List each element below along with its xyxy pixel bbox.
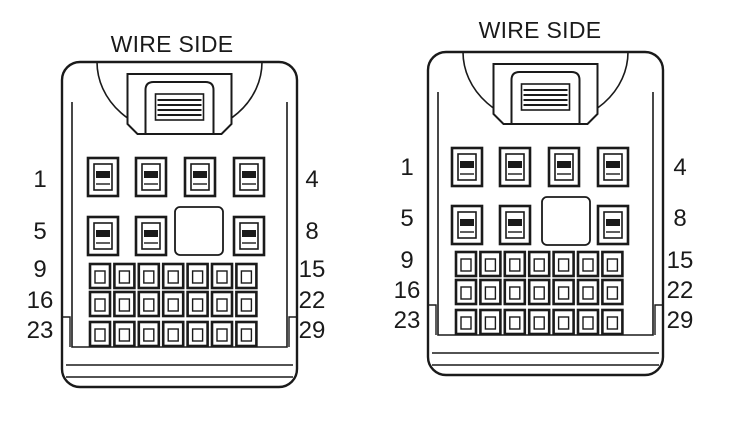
terminal-cavity-small [503,308,527,336]
pin-number-label: 8 [673,205,686,232]
pin-number-label: 1 [400,154,413,181]
terminal-cavity-small [601,308,624,336]
terminal-cavity-small [113,290,136,318]
terminal-cavity-small [137,290,161,318]
terminal-cavity-large [134,215,168,257]
terminal-cavity-large [596,204,630,246]
terminal-cavity-small [210,290,234,318]
terminal-cavity-small [527,278,551,306]
terminal-cavity-small [235,262,258,290]
housing-notch [62,316,71,347]
terminal-cavity-small [552,308,575,336]
pin-number-label: 4 [305,166,318,193]
terminal-cavity-small [113,262,136,290]
housing-notch [654,304,663,335]
pin-number-label: 15 [299,256,326,283]
terminal-cavity-small [576,278,600,306]
latch-handle [144,81,215,134]
terminal-cavity-small [161,290,185,318]
terminal-cavity-small [552,278,575,306]
pin-number-label: 5 [400,205,413,232]
terminal-cavity-large [134,156,168,198]
terminal-cavity-small [161,320,185,348]
housing-notch [288,316,297,347]
pin-number-label: 16 [394,277,421,304]
connector-left: WIRE SIDE 1 4 5 8 9 15 16 22 23 29 [27,31,326,389]
pin-number-label: 23 [27,317,54,344]
terminal-cavity-large [450,146,484,188]
pin-number-label: 16 [27,287,54,314]
latch-window [154,93,205,121]
terminal-cavity-large [232,156,266,198]
polarization-key [541,196,591,246]
terminal-cavity-large [547,146,581,188]
terminal-cavity-large [596,146,630,188]
terminal-cavity-small [235,290,258,318]
polarization-key [174,206,224,256]
terminal-cavity-small [527,250,551,278]
terminal-cavity-small [601,250,624,278]
pin-number-label: 15 [667,247,694,274]
terminal-cavity-small [113,320,136,348]
terminal-cavity-small [576,308,600,336]
terminal-cavity-large [450,204,484,246]
latch-handle [510,71,581,124]
pin-number-label: 23 [394,307,421,334]
terminal-cavity-small [576,250,600,278]
pin-number-label: 9 [400,247,413,274]
terminal-cavity-small [186,290,209,318]
terminal-cavity-large [498,146,532,188]
terminal-cavity-large [86,156,120,198]
pin-number-label: 5 [33,218,46,245]
terminal-cavity-large [498,204,532,246]
terminal-cavity-small [137,262,161,290]
latch-window [520,83,571,111]
terminal-cavity-small [479,278,502,306]
wire-side-title: WIRE SIDE [111,31,234,57]
terminal-cavity-small [210,262,234,290]
pin-number-label: 9 [33,256,46,283]
terminal-cavity-small [454,278,478,306]
connector-right: WIRE SIDE 1 4 5 8 9 15 16 22 23 29 [394,17,694,377]
terminal-cavity-small [552,250,575,278]
terminal-cavity-small [503,278,527,306]
connector-housing [60,60,299,389]
terminal-cavity-small [210,320,234,348]
terminal-cavity-small [186,320,209,348]
pin-number-label: 22 [667,277,694,304]
terminal-cavity-small [454,250,478,278]
terminal-cavity-large [232,215,266,257]
pin-number-label: 22 [299,287,326,314]
pin-number-label: 29 [667,307,694,334]
housing-notch [428,304,437,335]
terminal-cavity-small [137,320,161,348]
terminal-cavity-large [183,156,217,198]
wire-side-title: WIRE SIDE [479,17,602,43]
pin-number-label: 1 [33,166,46,193]
terminal-cavity-small [88,320,112,348]
terminal-cavity-small [235,320,258,348]
terminal-cavity-small [88,262,112,290]
terminal-cavity-small [479,308,502,336]
terminal-cavity-large [86,215,120,257]
terminal-cavity-small [527,308,551,336]
terminal-cavity-small [454,308,478,336]
terminal-cavity-small [601,278,624,306]
terminal-cavity-small [161,262,185,290]
terminal-cavity-small [88,290,112,318]
pin-number-label: 8 [305,218,318,245]
connector-housing [426,50,665,377]
terminal-cavity-small [186,262,209,290]
pin-number-label: 4 [673,154,686,181]
pin-number-label: 29 [299,317,326,344]
terminal-cavity-small [479,250,502,278]
terminal-cavity-small [503,250,527,278]
